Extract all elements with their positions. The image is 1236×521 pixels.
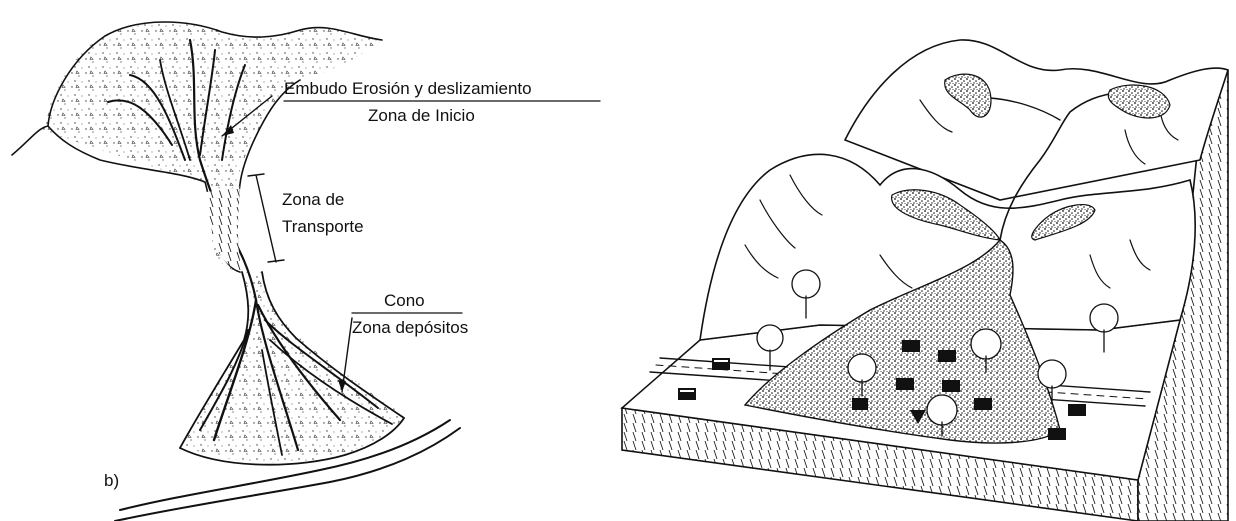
deposit-zone-label-line1: Cono [384, 291, 425, 310]
house-5 [896, 378, 914, 390]
house-1 [712, 358, 730, 370]
deposit-zone-label-line2: Zona depósitos [352, 318, 468, 337]
transport-zone-label-line1: Zona de [282, 190, 344, 209]
house-3 [902, 340, 920, 352]
house-10 [1068, 404, 1086, 416]
house-2 [678, 388, 696, 400]
transport-zone-label-line2: Transporte [282, 217, 364, 236]
start-zone-label-line1: Embudo Erosión y deslizamiento [284, 79, 532, 98]
start-zone-label-line2: Zona de Inicio [368, 106, 475, 125]
house-6 [942, 380, 960, 392]
transport-zone-fill [206, 186, 242, 272]
house-11 [1048, 428, 1066, 440]
panel-label: b) [104, 471, 119, 490]
left-debris-flow-diagram: Embudo Erosión y deslizamiento Zona de I… [12, 21, 600, 521]
house-7 [852, 398, 868, 410]
transport-bracket [248, 174, 284, 262]
house-4 [938, 350, 956, 362]
right-landscape-block-diagram [622, 40, 1228, 521]
house-9 [974, 398, 992, 410]
